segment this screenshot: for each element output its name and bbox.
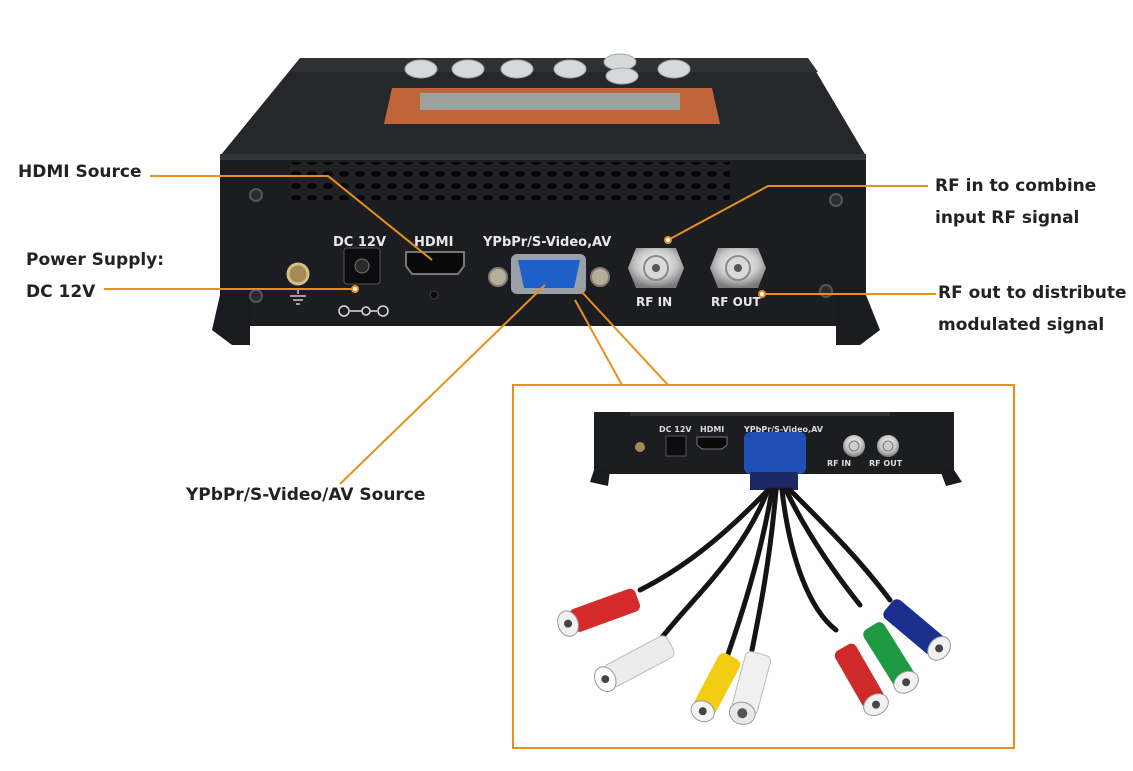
panel-label-rf-out: RF OUT <box>711 295 762 309</box>
panel-label-hdmi: HDMI <box>414 235 453 250</box>
callout-ypbpr-source: YPbPr/S-Video/AV Source <box>186 485 426 505</box>
callout-rf-out-line1: RF out to distribute <box>938 283 1127 303</box>
svg-text:DC 12V: DC 12V <box>659 425 692 434</box>
callout-rf-out-line2: modulated signal <box>938 315 1105 335</box>
device-top <box>220 53 866 156</box>
dc-polarity-icon <box>338 305 389 317</box>
leader-endpoints <box>351 236 766 298</box>
callout-power-line1: Power Supply: <box>26 250 165 270</box>
callout-hdmi-source: HDMI Source <box>18 162 142 182</box>
callout-rf-in-line2: input RF signal <box>935 208 1080 228</box>
callout-rf-in-line1: RF in to combine <box>935 176 1097 196</box>
callout-power-line2: DC 12V <box>26 282 96 302</box>
callout-rf-out: RF out to distribute modulated signal <box>938 277 1127 341</box>
panel-label-rf-in: RF IN <box>636 295 672 309</box>
callout-power-supply: Power Supply: DC 12V <box>26 244 164 308</box>
panel-label-ypbpr: YPbPr/S-Video,AV <box>482 235 611 250</box>
svg-text:RF IN: RF IN <box>827 459 851 468</box>
panel-label-dc: DC 12V <box>333 235 386 250</box>
svg-text:HDMI: HDMI <box>700 425 724 434</box>
ground-icon <box>286 262 310 305</box>
callout-rf-in: RF in to combine input RF signal <box>935 170 1096 234</box>
svg-text:YPbPr/S-Video,AV: YPbPr/S-Video,AV <box>743 425 824 434</box>
leader-lines <box>104 175 936 485</box>
breakout-cable <box>557 432 951 725</box>
svg-text:RF OUT: RF OUT <box>869 459 903 468</box>
rear-panel <box>212 154 880 345</box>
